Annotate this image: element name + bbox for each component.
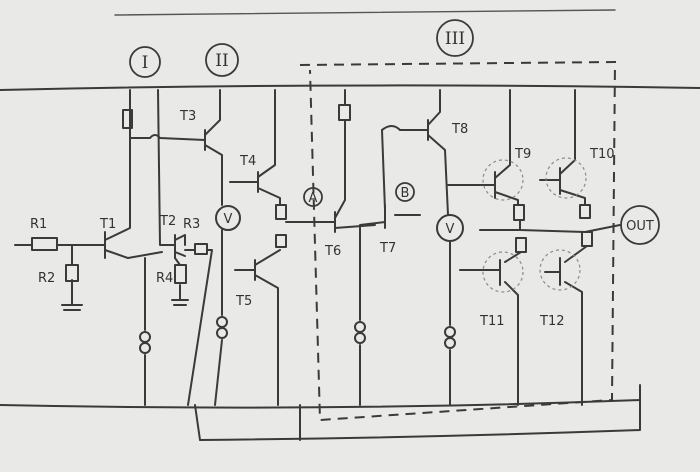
resistor-t10-emitter bbox=[579, 204, 591, 219]
label-t10: T10 bbox=[589, 147, 614, 162]
resistor-t9-emitter bbox=[513, 204, 525, 221]
output-lower-wiring bbox=[459, 245, 588, 406]
current-source-4 bbox=[444, 326, 456, 349]
resistor-t12-emitter bbox=[581, 231, 593, 247]
resistor-t11-emitter bbox=[515, 237, 527, 253]
node-a: A bbox=[303, 187, 323, 207]
label-t4: T4 bbox=[239, 154, 256, 169]
label-t8: T8 bbox=[451, 122, 468, 137]
voltmeter-2: V bbox=[436, 214, 464, 242]
t8-wiring bbox=[381, 89, 449, 216]
svg-text:III: III bbox=[445, 29, 465, 49]
t9-glow bbox=[482, 159, 524, 201]
top-border bbox=[114, 9, 616, 16]
resistor-r3 bbox=[194, 243, 208, 255]
svg-text:A: A bbox=[309, 191, 318, 206]
stage-3-box bbox=[299, 60, 617, 422]
voltmeter-1: V bbox=[215, 205, 241, 231]
resistor-t5-collector bbox=[275, 234, 287, 248]
label-t6: T6 bbox=[324, 244, 341, 259]
node-b: B bbox=[395, 182, 415, 202]
stage2-to-3-link bbox=[194, 404, 301, 441]
t12-glow bbox=[539, 249, 581, 291]
label-r1: R1 bbox=[30, 217, 47, 232]
transistor-t1 bbox=[104, 89, 131, 259]
label-r2: R2 bbox=[38, 271, 55, 286]
r4-wire bbox=[171, 257, 189, 306]
ground-return bbox=[199, 384, 641, 441]
current-source-3 bbox=[354, 321, 366, 344]
resistor-t4-emitter bbox=[275, 204, 287, 220]
label-t1: T1 bbox=[99, 217, 116, 232]
transistor-t2 bbox=[157, 89, 186, 259]
label-t2: T2 bbox=[159, 214, 176, 229]
bottom-rail bbox=[0, 399, 641, 409]
r2-wire bbox=[61, 244, 83, 311]
current-source-1 bbox=[139, 331, 151, 354]
output-bus bbox=[479, 219, 621, 233]
label-t12: T12 bbox=[539, 314, 564, 329]
label-t9: T9 bbox=[514, 147, 531, 162]
output-node: OUT bbox=[620, 205, 660, 245]
t10-glow bbox=[545, 157, 587, 199]
resistor-t1-collector bbox=[122, 109, 133, 129]
t1-emitter-link bbox=[127, 251, 163, 259]
stage-label-2: II bbox=[205, 43, 239, 77]
t7-wiring bbox=[359, 129, 421, 406]
svg-text:V: V bbox=[224, 212, 233, 227]
resistor-r4 bbox=[174, 264, 187, 284]
top-rail bbox=[0, 84, 700, 91]
svg-text:B: B bbox=[401, 186, 410, 201]
t11-glow bbox=[482, 251, 524, 293]
r3-wire bbox=[184, 249, 213, 406]
stage2-sink-wire bbox=[214, 229, 223, 406]
label-r4: R4 bbox=[156, 271, 173, 286]
stage-label-1: I bbox=[129, 46, 161, 78]
t3-wiring bbox=[129, 89, 223, 206]
label-t5: T5 bbox=[235, 294, 252, 309]
label-t7: T7 bbox=[379, 241, 396, 256]
t6-wiring bbox=[334, 119, 376, 233]
current-source-2 bbox=[216, 316, 228, 339]
stage-label-3: III bbox=[436, 19, 474, 57]
t5-wiring bbox=[234, 249, 281, 406]
label-t11: T11 bbox=[479, 314, 504, 329]
resistor-t6-collector bbox=[338, 104, 351, 121]
resistor-r2 bbox=[65, 264, 79, 282]
svg-text:OUT: OUT bbox=[626, 219, 654, 234]
svg-text:I: I bbox=[142, 53, 149, 73]
resistor-r1 bbox=[31, 237, 58, 251]
label-r3: R3 bbox=[183, 217, 200, 232]
t4-wiring bbox=[229, 89, 281, 206]
label-t3: T3 bbox=[179, 109, 196, 124]
svg-text:II: II bbox=[215, 51, 228, 71]
svg-text:V: V bbox=[446, 222, 455, 237]
